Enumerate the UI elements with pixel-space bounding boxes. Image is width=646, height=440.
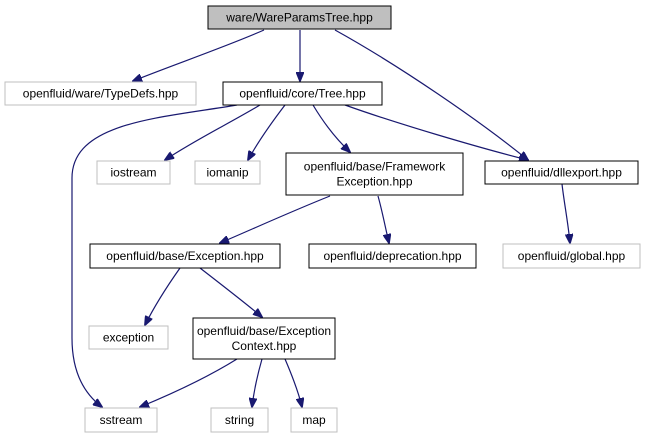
node-label: Exception.hpp	[336, 175, 412, 189]
edges-layer	[71, 29, 570, 407]
node-box	[96, 160, 171, 185]
node-root[interactable]: ware/WareParamsTree.hpp	[207, 5, 392, 30]
edge-dllexport-to-global	[561, 183, 570, 243]
node-label: openfluid/ware/TypeDefs.hpp	[23, 87, 179, 101]
node-label: iostream	[110, 166, 156, 180]
node-exception_hpp[interactable]: openfluid/base/Exception.hpp	[89, 243, 281, 269]
node-box	[210, 407, 269, 433]
node-label: ware/WareParamsTree.hpp	[225, 11, 373, 25]
edge-root-to-dllexport	[334, 29, 528, 160]
node-box	[308, 243, 477, 269]
node-string: string	[210, 407, 269, 433]
node-dllexport[interactable]: openfluid/dllexport.hpp	[484, 160, 639, 185]
edge-tree-to-iostream	[165, 104, 261, 160]
node-label: openfluid/base/Framework	[304, 160, 446, 174]
edge-excontext-to-map	[284, 358, 302, 407]
node-tree[interactable]: openfluid/core/Tree.hpp	[222, 81, 383, 106]
node-label: openfluid/base/Exception	[197, 324, 331, 338]
node-box	[222, 81, 383, 106]
node-box	[88, 325, 169, 350]
edge-tree-to-dllexport	[344, 104, 528, 160]
node-label: openfluid/core/Tree.hpp	[239, 87, 366, 101]
node-box	[194, 160, 261, 185]
node-box	[285, 152, 464, 196]
edge-tree-to-sstream	[71, 104, 238, 407]
nodes-layer: ware/WareParamsTree.hpp openfluid/ware/Ty…	[4, 5, 641, 433]
node-exception: exception	[88, 325, 169, 350]
edge-fwexception-to-deprecation	[377, 195, 389, 243]
node-box	[192, 317, 336, 360]
node-label: openfluid/global.hpp	[518, 249, 626, 263]
node-sstream: sstream	[84, 407, 158, 433]
node-label: map	[302, 413, 326, 427]
node-box	[484, 160, 639, 185]
node-label: string	[225, 413, 254, 427]
node-label: openfluid/deprecation.hpp	[323, 249, 461, 263]
node-box	[4, 81, 197, 106]
edge-exception_hpp-to-excontext	[199, 267, 262, 317]
node-label: iomanip	[206, 166, 248, 180]
node-box	[89, 243, 281, 269]
node-label: openfluid/dllexport.hpp	[501, 166, 622, 180]
edge-exception_hpp-to-exception	[145, 267, 181, 325]
node-label: Context.hpp	[232, 339, 297, 353]
node-global: openfluid/global.hpp	[502, 243, 641, 269]
node-typedefs: openfluid/ware/TypeDefs.hpp	[4, 81, 197, 106]
node-iostream: iostream	[96, 160, 171, 185]
node-box	[502, 243, 641, 269]
node-box	[84, 407, 158, 433]
node-box	[207, 5, 392, 30]
node-label: openfluid/base/Exception.hpp	[106, 249, 264, 263]
edge-tree-to-fwexception	[312, 104, 350, 152]
node-map: map	[290, 407, 338, 433]
edge-excontext-to-string	[252, 358, 263, 407]
edge-excontext-to-sstream	[140, 358, 238, 407]
edge-root-to-typedefs	[133, 29, 265, 81]
node-deprecation[interactable]: openfluid/deprecation.hpp	[308, 243, 477, 269]
edge-fwexception-to-exception_hpp	[220, 195, 331, 243]
node-iomanip: iomanip	[194, 160, 261, 185]
edge-tree-to-iomanip	[248, 104, 286, 160]
node-box	[290, 407, 338, 433]
node-label: exception	[103, 331, 154, 345]
node-label: sstream	[100, 413, 143, 427]
